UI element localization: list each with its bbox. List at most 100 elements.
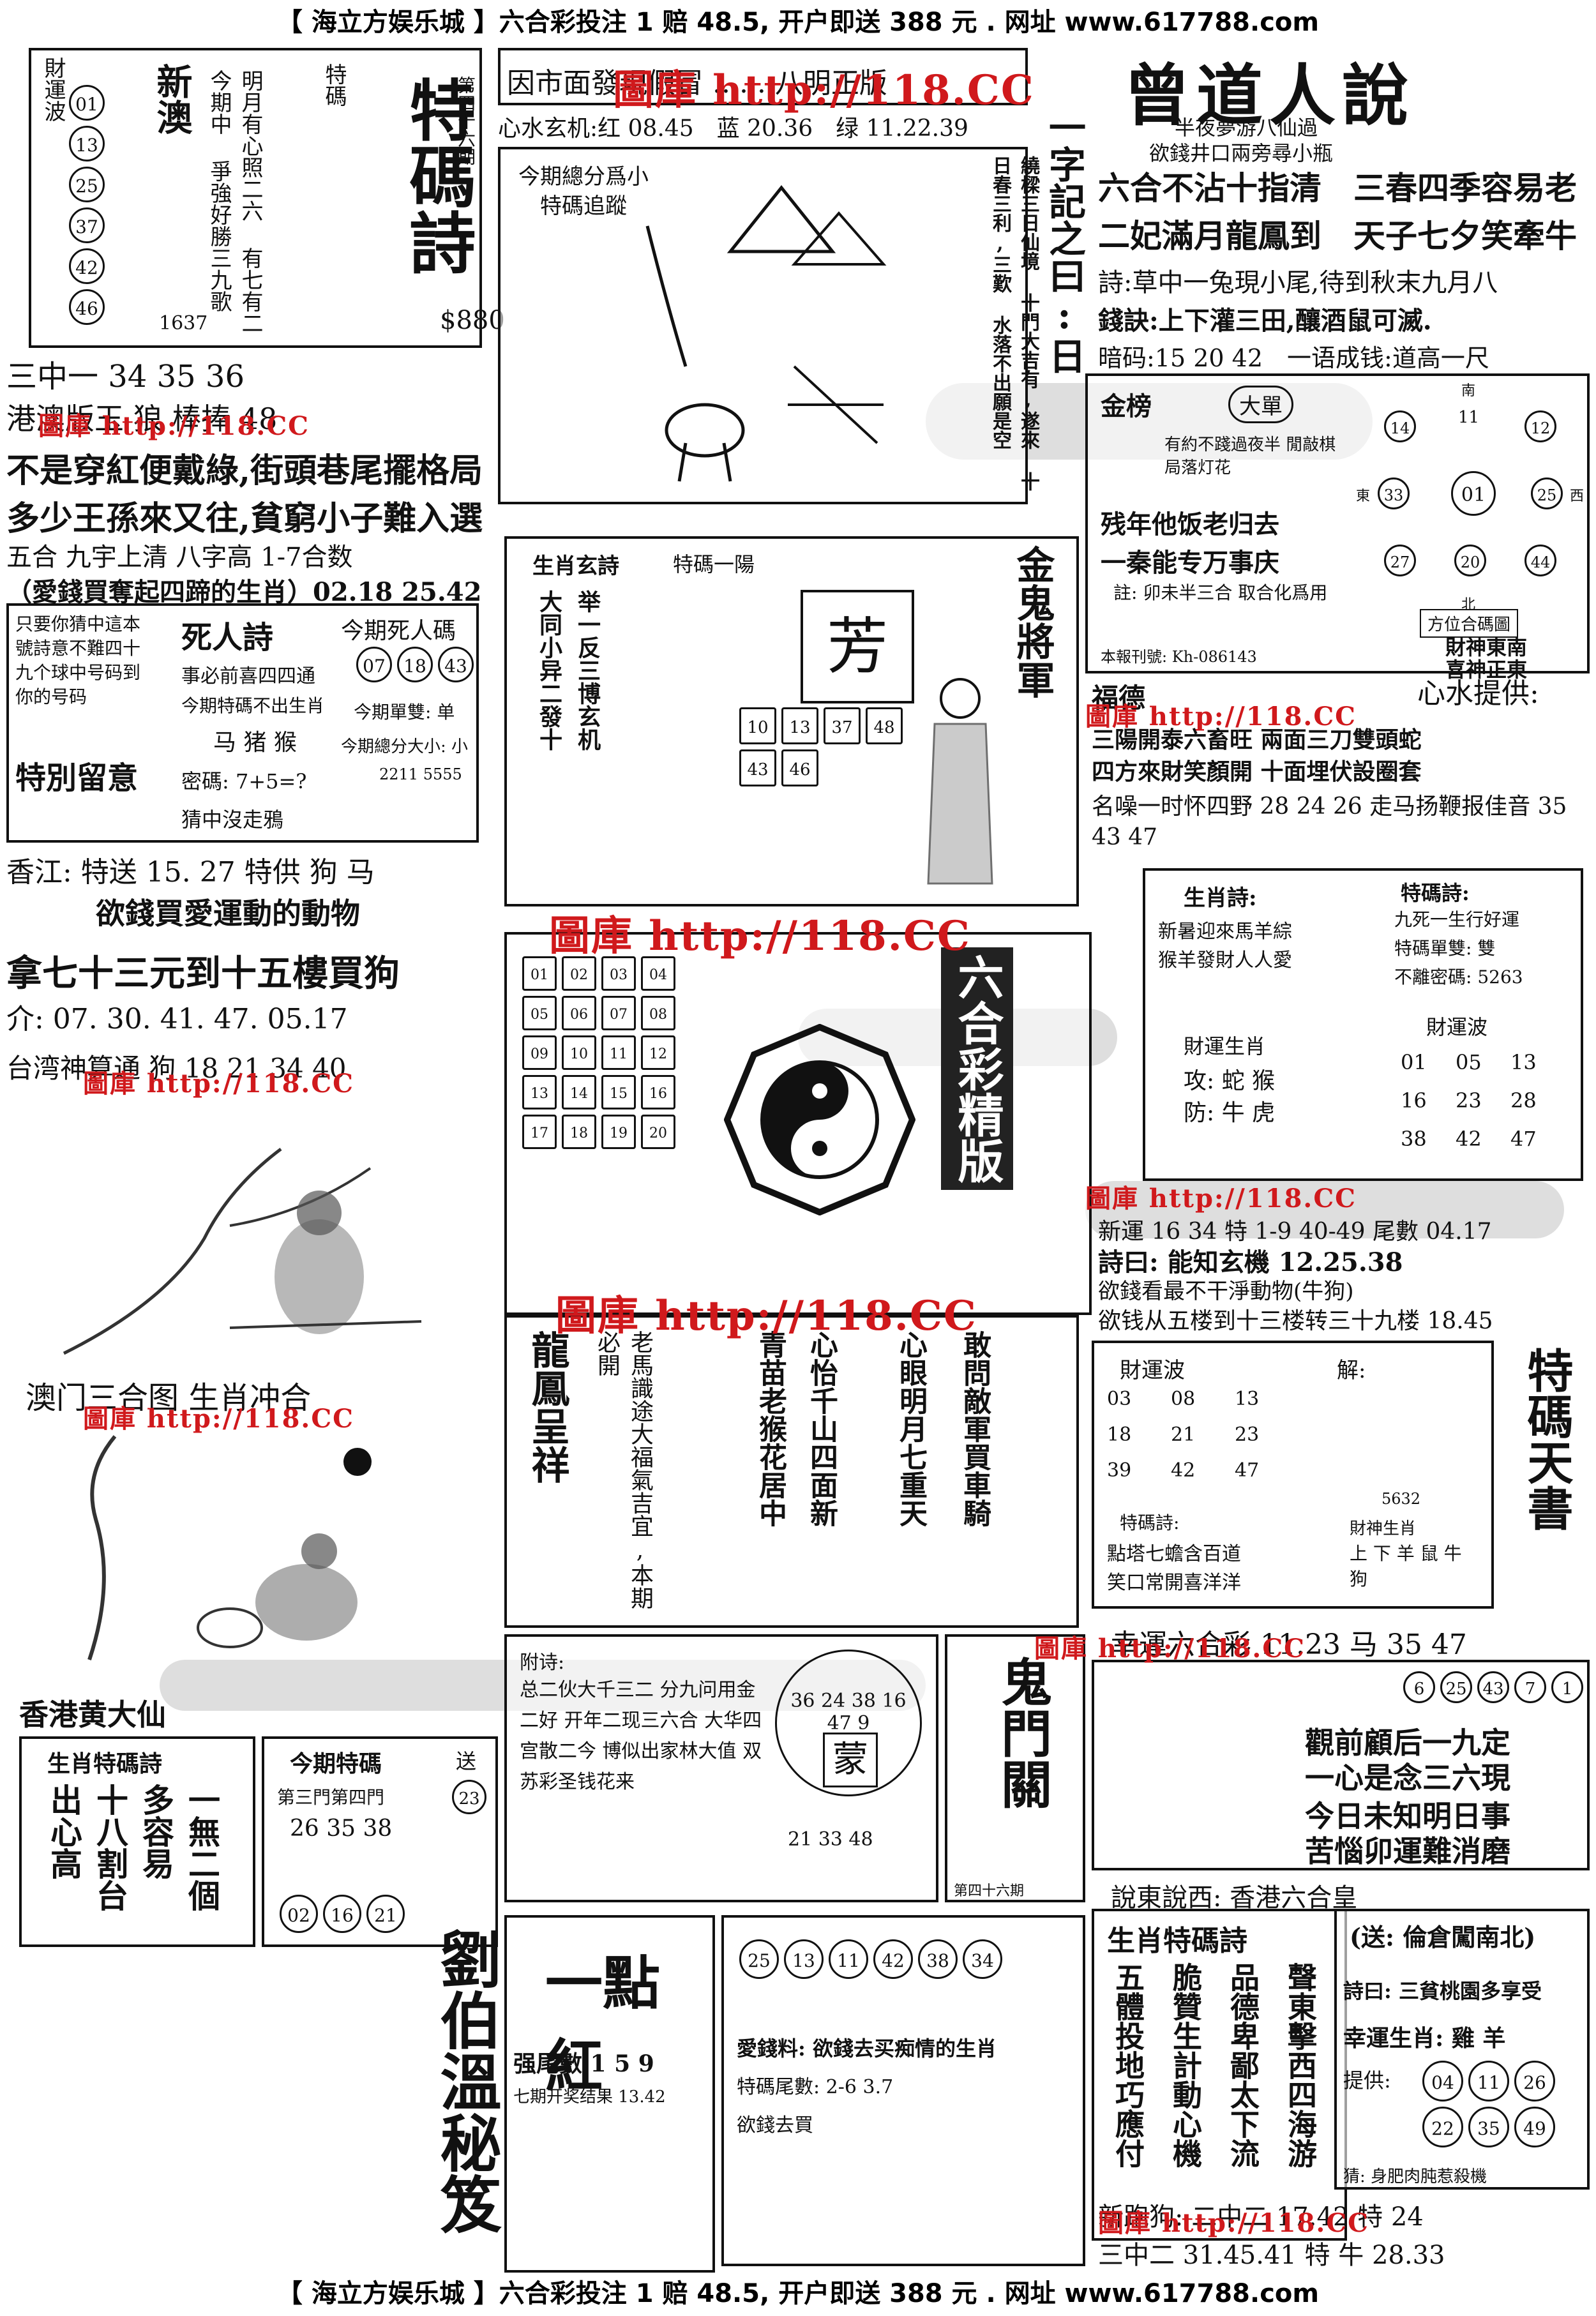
- cai-yun-balls: 01 13 25 37 42 46: [66, 82, 124, 327]
- grid-num: 12: [641, 1035, 675, 1070]
- watermark: 圖庫 http://118.CC: [1034, 1634, 1306, 1664]
- cai-num: 16: [1401, 1088, 1427, 1113]
- ball: 7: [1514, 1671, 1546, 1703]
- verse-line-2: 多少王孫來又往,貧窮小子難入選: [6, 499, 483, 538]
- grid-num: 43: [739, 749, 776, 786]
- te-issue: 第三門第四門: [277, 1787, 385, 1808]
- dan-shuang: 今期單雙: 单: [354, 702, 455, 723]
- te-label: 特碼: [321, 63, 347, 107]
- caption: 今期總分爲小特碼追蹤: [518, 164, 649, 219]
- special-note: 特別留意: [15, 760, 139, 796]
- deer-mountain-illustration: [645, 184, 887, 482]
- luck-line-2: 一秦能专万事庆: [1101, 548, 1279, 578]
- grid-num: 13: [781, 707, 818, 744]
- heading-line: 心眼明月七重天: [894, 1330, 927, 1527]
- xinshui-xuanji: 心水玄机:红 08.45 蓝 20.36 绿 11.22.39: [498, 116, 968, 142]
- grid-num: 37: [824, 707, 861, 744]
- cai-num: 13: [1510, 1050, 1537, 1074]
- cai-num: 03: [1107, 1388, 1132, 1410]
- sr-line-1: 事必前喜四四通: [181, 665, 315, 688]
- sx-tema-shi-box: 生肖特碼詩 一無二個 多容易 十八割台 出心高: [19, 1736, 255, 1947]
- xinyun-hw-2: 欲錢看最不干淨動物(牛狗): [1098, 1279, 1354, 1304]
- east-label: 東: [1356, 488, 1371, 504]
- grid-num: 10: [562, 1035, 596, 1070]
- grid-num: 46: [781, 749, 818, 786]
- ball: 18: [397, 647, 433, 682]
- sx-shi-label: 生肖特碼詩: [47, 1750, 163, 1777]
- cai-num: 39: [1107, 1459, 1132, 1482]
- ball: 11: [829, 1939, 868, 1979]
- xishen: 喜神正東: [1445, 658, 1528, 682]
- tel: 本報刊號: Kh-086143: [1101, 648, 1257, 666]
- caishen: 財神東南: [1445, 635, 1528, 659]
- sx-text: 上 下 羊 鼠 牛 狗: [1350, 1543, 1462, 1590]
- nums-line: 介: 07. 30. 41. 47. 05.17: [6, 1003, 348, 1035]
- cai-num: 05: [1456, 1050, 1482, 1074]
- ball: 23: [452, 1780, 486, 1814]
- cai-num: 47: [1235, 1459, 1260, 1482]
- te-shi-title: 特碼詩: [398, 76, 476, 275]
- circle-ball: 12: [1524, 410, 1556, 442]
- header-strip-text: 因市面發現假冒 ...... 八明正版: [507, 67, 887, 100]
- sx-col-1: 五體投地巧應付: [1111, 1962, 1145, 2168]
- ai-qian-liao: 愛錢料: 欲錢去买痴情的生肖: [737, 2036, 997, 2061]
- note: 只要你猜中這本 號詩意不難四十 九个球中号码到 你的号码: [15, 613, 141, 707]
- right-mid-line-1: 三陽開泰六畜旺 兩面三刀雙頭蛇: [1092, 726, 1422, 753]
- sx-shi-label: 生肖詩:: [1184, 885, 1257, 911]
- luck-note: 註: 卯未半三合 取合化爲用: [1113, 582, 1328, 603]
- sx-tema-poem-box: 生肖特碼詩 五體投地巧應付 脆贊生計動心機 品德卑鄙太下流 聲東擊西四海游: [1092, 1909, 1347, 2241]
- xingyun-hw: 幸運六合彩 11.23 马 35 47: [1111, 1628, 1467, 1661]
- song-note: 猜: 身肥肉肫惹殺機: [1343, 2167, 1487, 2186]
- verse-line-3: 五合 九宇上清 八字高 1-7合数: [6, 543, 353, 572]
- xingyun-verse-1: 觀前顧后一九定: [1305, 1726, 1510, 1760]
- cai-num: 23: [1456, 1088, 1482, 1113]
- grid-num: 16: [641, 1075, 675, 1109]
- sr-line-3: 马 猪 猴: [213, 730, 297, 756]
- verse-line-4: （愛錢買奪起四蹄的生肖）02.18 25.42: [6, 577, 482, 607]
- yi-zi-ji: 一字記之曰:日: [1043, 109, 1086, 374]
- grid-num: 15: [601, 1075, 636, 1109]
- ts-line-1: 九死一生行好運: [1394, 909, 1520, 930]
- right-mid-hw: 名噪一时怀四野 28 24 26 走马扬鞭报佳音 35 43 47: [1092, 793, 1567, 850]
- code-number: 1637: [159, 312, 208, 335]
- shengxiao-label: 生肖玄詩: [532, 553, 619, 579]
- xingyun-verse-2: 一心是念三六現: [1305, 1761, 1510, 1795]
- ts-line-3: 不離密碼: 5263: [1394, 966, 1523, 988]
- sx-line-2: 猴羊發財人人愛: [1158, 949, 1292, 972]
- header-strip: 因市面發現假冒 ...... 八明正版: [498, 48, 1028, 105]
- cai-yun-label: 財運波: [40, 57, 66, 122]
- jin-gui-jiang-jun: 金鬼將軍: [1010, 545, 1055, 698]
- green-line: 青苗老猴花居中: [754, 1330, 787, 1527]
- jie-label: 解:: [1337, 1358, 1366, 1383]
- grid-num: 48: [866, 707, 903, 744]
- xinyun-shi: 詩曰: 能知玄機 12.25.38: [1098, 1247, 1403, 1277]
- ball: 46: [69, 289, 105, 325]
- sr-line-2: 今期特碼不出生肖: [181, 695, 325, 716]
- west-label: 西: [1570, 488, 1585, 504]
- direction-circle-diagram: 南 北 東 西 14 11 12 33 01 25 27 20 44: [1356, 379, 1586, 613]
- issue: 第四十六期: [954, 1883, 1025, 1899]
- masthead-verse-1: 六合不沾十指清 三春四季容易老: [1098, 169, 1577, 207]
- sx-col-3: 品德卑鄙太下流: [1226, 1962, 1260, 2168]
- grid-num: 11: [601, 1035, 636, 1070]
- cai-num: 47: [1510, 1127, 1537, 1151]
- fangwei-label: 方位合碼圖: [1420, 609, 1519, 638]
- cai-num: 13: [1235, 1388, 1260, 1410]
- da-xiao: 今期總分大小: 小: [341, 737, 469, 756]
- circle-center-ball: 01: [1451, 471, 1496, 516]
- grid-num: 17: [522, 1115, 557, 1149]
- cai-title: 財運波: [1426, 1015, 1488, 1039]
- tema-weishu: 特碼尾數: 2-6 3.7: [737, 2076, 894, 2098]
- liuhe-title: 六合彩精版: [941, 947, 1013, 1190]
- kai-jiang: 七期开奖结果 13.42: [513, 2087, 666, 2107]
- ball: 38: [918, 1939, 958, 1979]
- ball: 43: [1477, 1671, 1509, 1703]
- masthead-subtitle-1: 半夜夢游八仙過: [1175, 116, 1318, 140]
